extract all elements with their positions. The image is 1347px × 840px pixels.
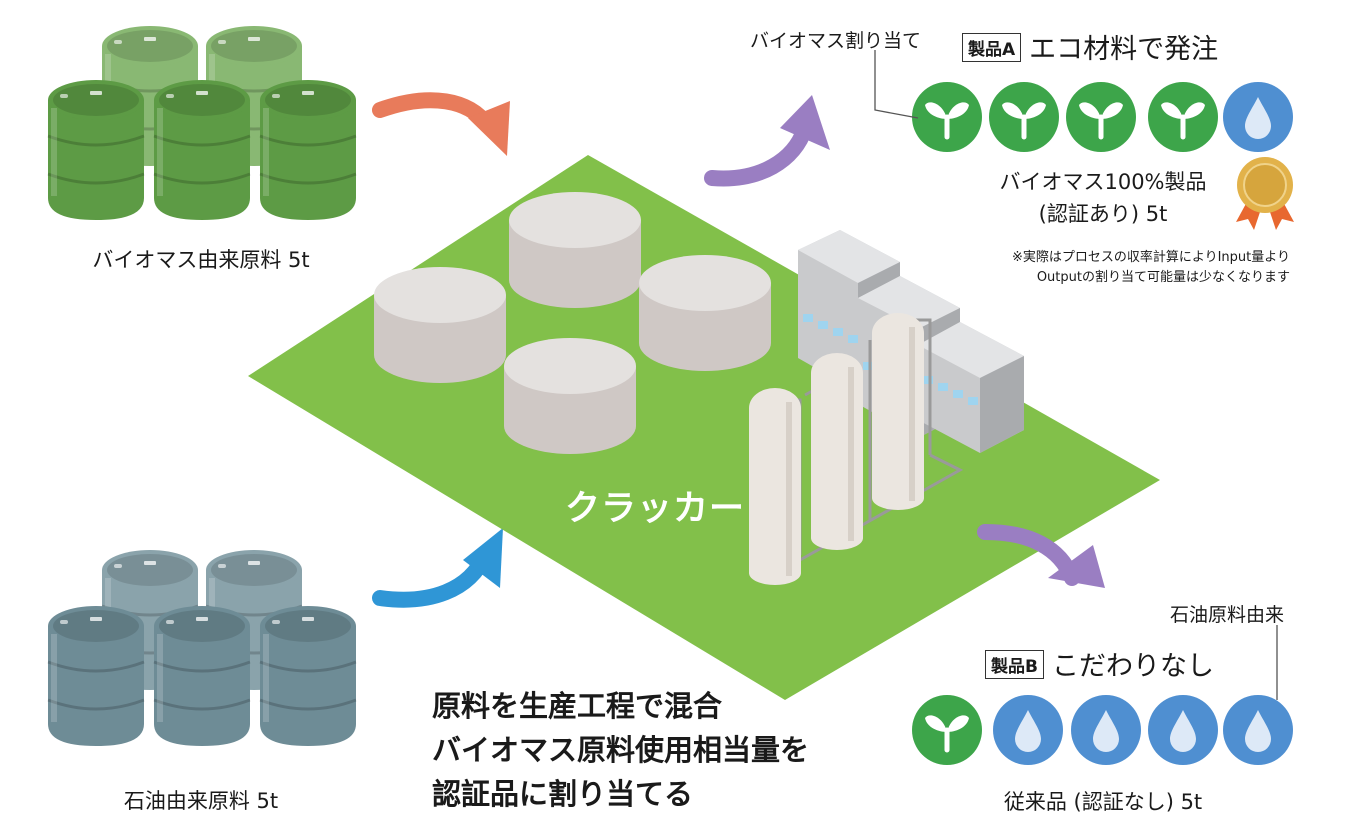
- process-note-line: 原料を生産工程で混合: [432, 689, 723, 723]
- product-b-title: こだわりなし: [1051, 651, 1214, 682]
- arrow-petro-in: [372, 528, 503, 608]
- product-a-callout: バイオマス割り当て: [750, 30, 922, 52]
- certification-medal-icon: [1236, 157, 1294, 230]
- biomass-barrels: [48, 26, 356, 220]
- product-a-title: エコ材料で発注: [1029, 34, 1219, 65]
- callout-line-a: [874, 50, 919, 119]
- arrow-biomass-in: [372, 92, 510, 156]
- product-a-units: [912, 82, 1293, 152]
- cracker-label: クラッカー: [565, 489, 746, 529]
- process-note: 原料を生産工程で混合 バイオマス原料使用相当量を 認証品に割り当てる: [432, 684, 809, 816]
- product-a-footnote-line: ※実際はプロセスの収率計算によりInput量より: [1011, 250, 1290, 265]
- arrow-out-product-a: [704, 95, 830, 187]
- product-a-badge: 製品A: [962, 33, 1022, 62]
- process-note-line: 認証品に割り当てる: [432, 777, 694, 811]
- arrow-out-product-b: [977, 524, 1105, 588]
- petro-barrels: [48, 550, 356, 746]
- product-b-callout: 石油原料由来: [1170, 604, 1285, 626]
- product-b-units: [912, 695, 1293, 765]
- product-a-result-line: バイオマス100%製品: [999, 170, 1207, 194]
- product-a-footnote: ※実際はプロセスの収率計算によりInput量より Outputの割り当て可能量は…: [1012, 248, 1290, 288]
- product-a-result-line: (認証あり) 5t: [1038, 202, 1168, 226]
- biomass-input-label: バイオマス由来原料 5t: [92, 248, 310, 272]
- petro-input-label: 石油由来原料 5t: [123, 789, 279, 813]
- process-note-line: バイオマス原料使用相当量を: [432, 733, 810, 767]
- product-a-footnote-line: Outputの割り当て可能量は少なくなります: [1036, 270, 1290, 285]
- product-b-badge: 製品B: [985, 650, 1044, 679]
- product-b-result: 従来品 (認証なし) 5t: [1003, 790, 1203, 814]
- product-a-result: バイオマス100%製品 (認証あり) 5t: [999, 166, 1206, 230]
